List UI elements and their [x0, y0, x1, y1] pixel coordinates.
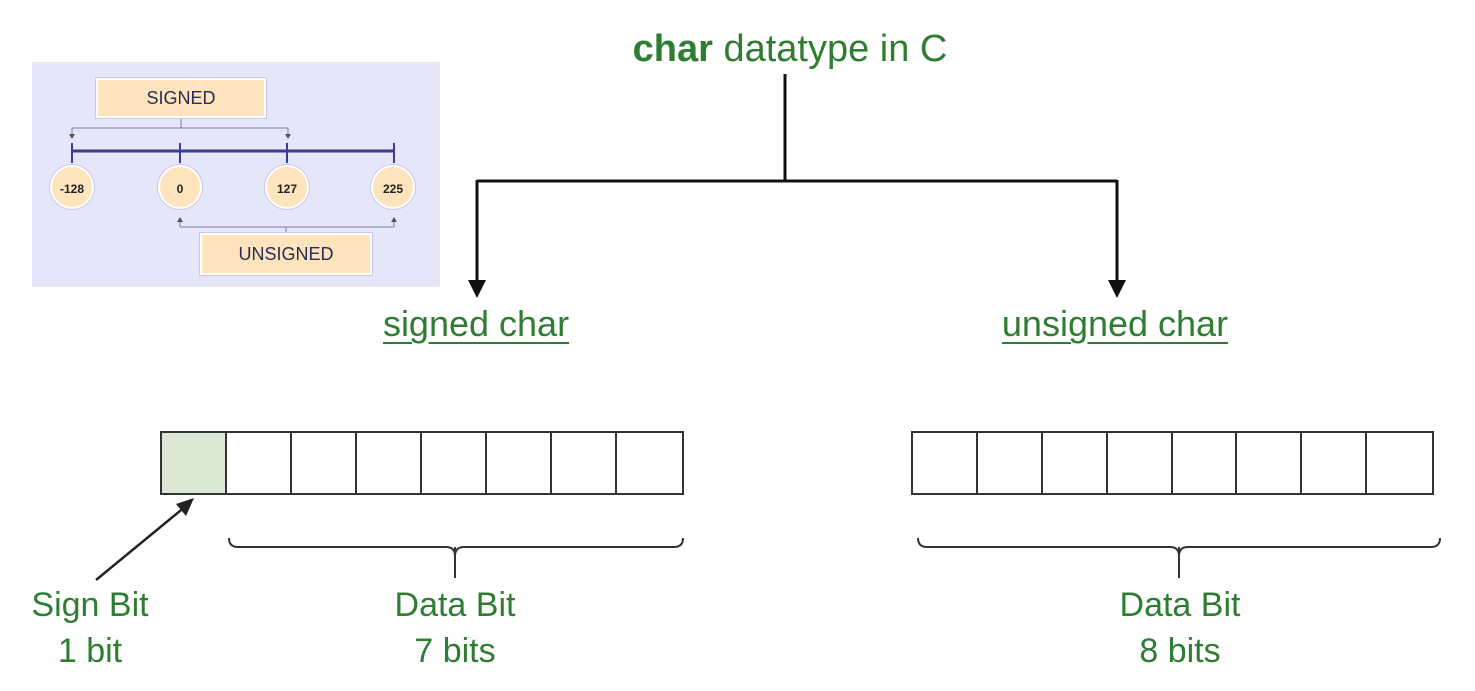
signed-data-size: 7 bits [414, 632, 496, 670]
sign-bit-text: Sign Bit [31, 586, 149, 624]
title-bold: char [632, 28, 713, 70]
bit-cell [913, 433, 978, 493]
bit-cell [357, 433, 422, 493]
inset-lines [69, 118, 397, 233]
bit-cell [487, 433, 552, 493]
branch-left-arrowhead [468, 280, 486, 298]
inset-value-signed-max: 127 [265, 165, 309, 209]
sign-bit-arrow [95, 505, 187, 581]
inset-unsigned-label: UNSIGNED [199, 232, 373, 276]
bit-cell [422, 433, 487, 493]
bit-cell [552, 433, 617, 493]
unsigned-char-label: unsigned char [1001, 303, 1229, 344]
bit-cell [1172, 433, 1238, 493]
sign-bit-caption: Sign Bit 1 bit [10, 582, 170, 674]
unsigned-bit-row [911, 431, 1434, 495]
bit-cell [1042, 433, 1108, 493]
bit-cell [1302, 433, 1368, 493]
sign-bit-cell [162, 433, 227, 493]
bit-cell [1237, 433, 1303, 493]
inset-value-unsigned-max: 225 [371, 165, 415, 209]
bit-cell [977, 433, 1043, 493]
branch-right-arrowhead [1108, 280, 1126, 298]
sign-bit-size: 1 bit [57, 632, 123, 670]
inset-value-min: -128 [50, 165, 94, 209]
unsigned-data-caption: Data Bit 8 bits [1080, 582, 1280, 674]
diagram-title: char datatype in C [560, 27, 1020, 71]
bit-cell [1107, 433, 1173, 493]
title-rest: datatype in C [712, 28, 948, 70]
signed-char-label: signed char [382, 303, 570, 344]
signed-bit-row [160, 431, 684, 495]
inset-signed-label: SIGNED [95, 77, 267, 119]
sign-bit-arrowhead [176, 498, 194, 516]
bit-cell [1367, 433, 1432, 493]
inset-value-zero: 0 [158, 165, 202, 209]
bit-cell [227, 433, 292, 493]
bit-cell [292, 433, 357, 493]
signed-data-text: Data Bit [394, 586, 516, 624]
unsigned-data-text: Data Bit [1119, 586, 1241, 624]
range-inset: SIGNED -128 0 127 225 UNSIGNED [32, 62, 440, 287]
unsigned-data-size: 8 bits [1139, 632, 1221, 670]
signed-data-caption: Data Bit 7 bits [355, 582, 555, 674]
bit-cell [617, 433, 682, 493]
